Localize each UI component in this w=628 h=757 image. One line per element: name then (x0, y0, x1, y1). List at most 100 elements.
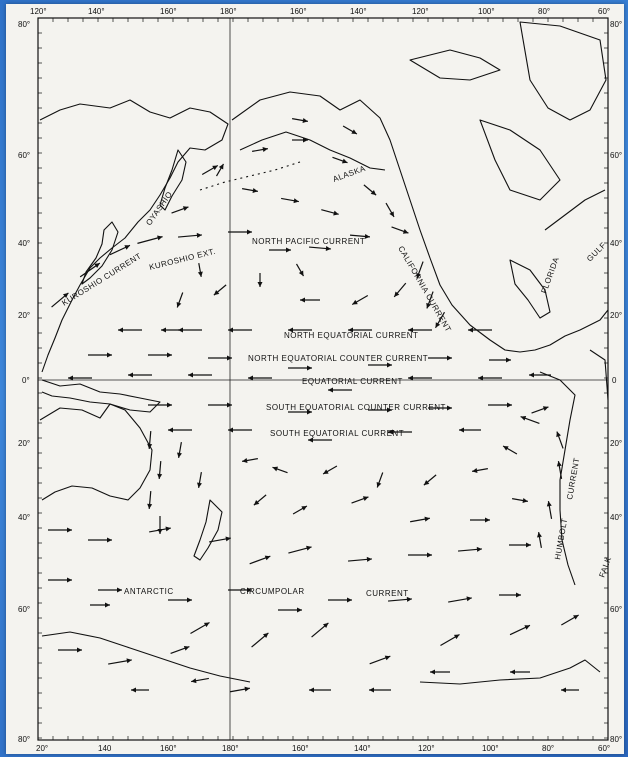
current-arrow (349, 233, 371, 239)
current-arrow (292, 137, 308, 143)
current-arrow (148, 352, 172, 358)
current-arrow (529, 372, 551, 378)
current-arrow (423, 474, 437, 486)
current-arrow (561, 687, 579, 693)
current-arrow (509, 542, 531, 548)
current-arrow (288, 409, 312, 415)
current-arrow (328, 597, 352, 603)
current-arrow (391, 226, 409, 234)
label-kuroshio-current: KUROSHIO CURRENT (60, 251, 143, 307)
top-tick: 140° (88, 7, 105, 16)
current-arrow (368, 407, 392, 413)
top-tick: 120° (412, 7, 429, 16)
bottom-tick: 20° (36, 744, 48, 753)
current-arrow (253, 494, 267, 506)
current-arrow (228, 229, 252, 235)
current-arrow (58, 647, 82, 653)
arctic-islands (409, 49, 501, 81)
current-arrow (157, 516, 163, 534)
current-arrow (242, 188, 258, 193)
hudson-coast (479, 119, 561, 201)
current-arrow (109, 244, 131, 256)
current-arrow (472, 468, 488, 473)
current-arrow (272, 466, 288, 474)
asia-coast (39, 99, 229, 373)
left-tick: 40° (18, 239, 30, 248)
current-arrow (434, 311, 446, 329)
south-america-coast (539, 371, 576, 586)
current-arrow (191, 677, 209, 684)
bottom-tick: 120° (418, 744, 435, 753)
australia-coast (39, 403, 153, 501)
current-arrow (408, 327, 432, 333)
bottom-tick: 140° (354, 744, 371, 753)
current-arrow (470, 517, 490, 523)
current-arrow (351, 294, 369, 306)
label-humbolt-current: CURRENT (565, 457, 581, 501)
current-arrow (168, 427, 192, 433)
label-north-equatorial: NORTH EQUATORIAL CURRENT (284, 331, 418, 340)
bottom-tick: 60° (598, 744, 610, 753)
right-tick: 40° (610, 239, 622, 248)
current-arrow (546, 501, 553, 519)
current-arrow (459, 427, 481, 433)
current-arrow (388, 429, 412, 435)
right-tick: 60° (610, 605, 622, 614)
current-arrow (88, 352, 112, 358)
label-kuroshio-ext: KUROSHIO EXT. (148, 247, 216, 272)
kamchatka-coast (159, 149, 187, 211)
current-arrow (149, 526, 171, 533)
left-tick: 0° (22, 376, 30, 385)
current-arrow (448, 596, 472, 603)
current-arrow (178, 327, 202, 333)
label-north-pacific: NORTH PACIFIC CURRENT (252, 237, 365, 246)
current-arrow (251, 632, 269, 648)
current-arrow (48, 577, 72, 583)
current-arrow (385, 202, 395, 218)
current-arrow (118, 327, 142, 333)
current-arrow (252, 147, 268, 152)
top-tick: 160° (160, 7, 177, 16)
label-antarctic: ANTARCTIC (124, 587, 174, 596)
current-arrow (347, 556, 373, 562)
bottom-tick: 140 (98, 744, 112, 753)
label-equatorial: EQUATORIAL CURRENT (302, 377, 403, 386)
top-tick: 160° (290, 7, 307, 16)
left-tick: 80° (18, 20, 30, 29)
indonesia-coast (41, 379, 161, 413)
bottom-tick: 80° (542, 744, 554, 753)
current-arrow (288, 365, 312, 371)
current-arrow (408, 375, 432, 381)
label-humbolt: HUMBOLT (553, 517, 569, 560)
current-arrow (561, 614, 579, 626)
current-arrow (348, 327, 372, 333)
current-arrow (197, 263, 203, 277)
current-arrow (376, 472, 384, 488)
current-arrow (269, 247, 291, 253)
current-arrow (177, 442, 182, 458)
current-arrow (131, 687, 149, 693)
current-arrow (79, 262, 101, 278)
current-arrow (556, 431, 564, 449)
current-arrow (213, 284, 227, 296)
label-antarctic-current: CURRENT (366, 589, 409, 598)
label-north-equatorial-counter: NORTH EQUATORIAL COUNTER CURRENT (248, 354, 428, 363)
bottom-tick-labels: 20° 140 160° 180° 160° 140° 120° 100° 80… (36, 744, 610, 753)
antarctica-peninsula (419, 659, 601, 685)
current-arrow (51, 292, 69, 308)
current-arrow (502, 445, 518, 455)
current-arrows (48, 118, 579, 693)
current-arrow (369, 655, 391, 665)
current-arrow (201, 164, 219, 176)
current-arrow (278, 607, 302, 613)
tick-marks (37, 17, 609, 740)
current-arrow (428, 355, 452, 361)
current-arrow (488, 402, 512, 408)
bottom-tick: 160° (160, 744, 177, 753)
current-arrow (292, 505, 308, 515)
current-arrow (161, 327, 179, 333)
current-arrow (209, 536, 231, 543)
right-tick: 80° (610, 20, 622, 29)
current-arrow (440, 633, 460, 647)
